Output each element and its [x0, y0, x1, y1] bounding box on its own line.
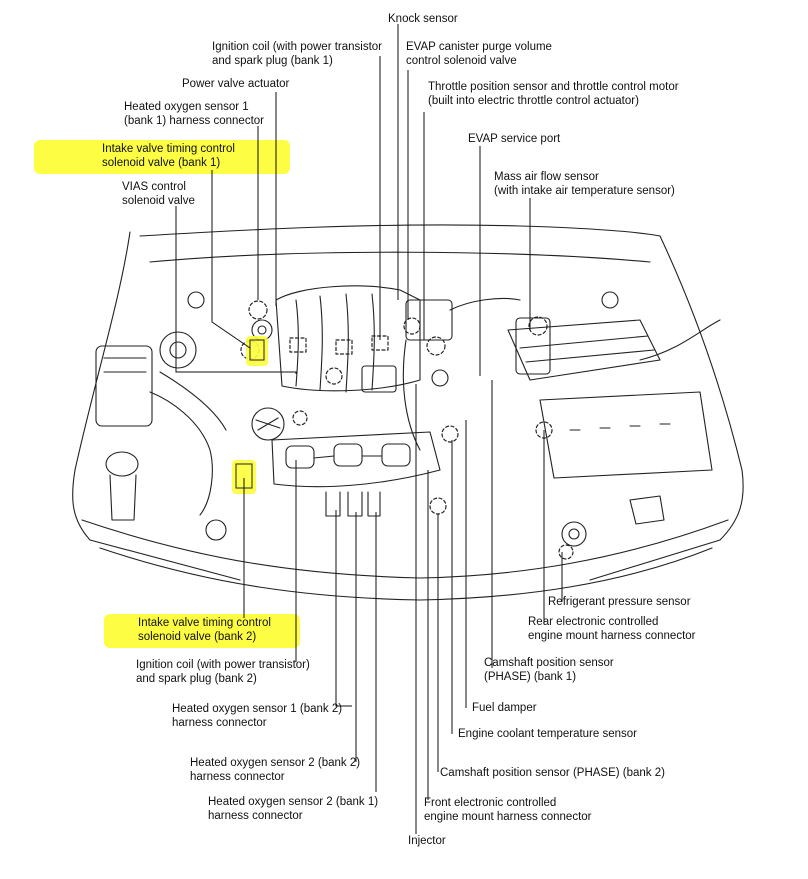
battery-cells	[569, 423, 671, 431]
coil-pack-3	[381, 443, 411, 467]
front-lower-line	[99, 547, 713, 601]
refrigerant-port	[561, 521, 587, 547]
ivtc-bank1-part	[249, 339, 265, 361]
label-fuel-damper: Fuel damper	[472, 702, 537, 714]
intake-runners	[295, 293, 375, 393]
ivtc-bank1-highlight-part	[246, 336, 268, 366]
brake-line-left	[149, 391, 213, 516]
label-knock-sensor: Knock sensor	[388, 13, 458, 25]
marker-throttle	[426, 336, 446, 356]
battery	[539, 391, 713, 479]
label-power-valve-actuator: Power valve actuator	[182, 78, 290, 90]
left-mount-bolt	[205, 519, 227, 541]
rear-mount-block	[629, 495, 665, 525]
oil-cap-grip	[255, 417, 281, 431]
leader-vias	[175, 206, 297, 374]
ivtc-bank2-highlight-part	[232, 460, 256, 494]
air-cleaner-box	[507, 319, 661, 381]
reservoir-cap-inner	[169, 341, 187, 359]
label-ho2s1-bank1: Heated oxygen sensor 1 (bank 1) harness …	[124, 101, 264, 127]
washer-cap	[105, 451, 139, 477]
reservoir-cap	[159, 331, 197, 369]
label-rear-mount: Rear electronic controlled engine mount …	[528, 616, 696, 642]
air-intake-snorkel	[639, 319, 721, 361]
vacuum-hose	[402, 339, 421, 451]
marker-maf	[528, 316, 548, 336]
label-maf: Mass air flow sensor (with intake air te…	[494, 171, 675, 197]
marker-coil-bank1-a	[289, 337, 307, 353]
marker-power-valve	[248, 300, 268, 320]
highlight-ivtc-bank2	[104, 614, 300, 648]
marker-camshaft-bank2	[429, 497, 447, 515]
washer-neck	[109, 474, 137, 521]
marker-coil-bank1-b	[335, 339, 353, 355]
highlight-ivtc-bank1	[34, 140, 290, 174]
evap-service-port-shape	[431, 369, 449, 387]
leader-ho2s1-bank2	[335, 510, 352, 707]
label-ignition-coil-bank2: Ignition coil (with power transistor) an…	[136, 659, 310, 685]
label-coolant-temp: Engine coolant temperature sensor	[458, 728, 637, 740]
label-vias: VIAS control solenoid valve	[122, 181, 195, 207]
right-fender-line	[589, 235, 744, 581]
fuse-box-detail	[103, 357, 147, 373]
label-evap-purge: EVAP canister purge volume control solen…	[406, 41, 552, 67]
left-fender-line	[72, 231, 241, 581]
strut-mount-right	[601, 291, 619, 309]
label-injector: Injector	[408, 835, 446, 847]
marker-knock	[325, 367, 343, 385]
oxygen-sensor-connectors	[325, 491, 381, 517]
strut-mount-left	[187, 291, 205, 309]
intake-duct	[449, 297, 521, 311]
label-evap-service-port: EVAP service port	[468, 133, 561, 145]
left-fuse-box	[95, 345, 153, 427]
mass-air-flow-housing	[515, 317, 551, 375]
refrigerant-port-inner	[568, 528, 580, 540]
marker-refrigerant	[558, 544, 574, 560]
coil-pack-1	[285, 445, 315, 469]
label-front-mount: Front electronic controlled engine mount…	[424, 797, 592, 823]
label-ho2s2-bank1: Heated oxygen sensor 2 (bank 1) harness …	[208, 796, 379, 822]
label-camshaft-bank2: Camshaft position sensor (PHASE) (bank 2…	[440, 767, 665, 779]
label-refrigerant: Refrigerant pressure sensor	[548, 596, 691, 608]
front-valve-cover	[271, 431, 441, 488]
label-camshaft-bank1: Camshaft position sensor (PHASE) (bank 1…	[484, 657, 614, 683]
coil-pack-2	[333, 443, 363, 467]
label-throttle-position: Throttle position sensor and throttle co…	[428, 81, 679, 107]
coil-harness	[313, 455, 383, 459]
label-ignition-coil-bank1: Ignition coil (with power transistor and…	[212, 41, 383, 67]
leader-ivtc-bank1	[211, 170, 251, 349]
cowl-line	[139, 224, 661, 237]
power-valve-actuator-core	[257, 325, 267, 335]
label-ivtc-bank2: Intake valve timing control solenoid val…	[138, 617, 271, 643]
oil-filler-cap	[251, 407, 285, 441]
marker-fuel-damper	[292, 410, 308, 426]
label-ho2s2-bank2: Heated oxygen sensor 2 (bank 2) harness …	[190, 757, 361, 783]
marker-coolant	[441, 425, 459, 443]
label-ho2s1-bank2: Heated oxygen sensor 1 (bank 2) harness …	[172, 703, 343, 729]
air-cleaner-ribs	[519, 335, 655, 363]
marker-evap-purge	[403, 317, 421, 335]
surge-tank-block	[361, 365, 397, 393]
label-ivtc-bank1: Intake valve timing control solenoid val…	[102, 143, 235, 169]
front-bumper-line	[81, 519, 729, 579]
hose-left	[159, 371, 227, 431]
cowl-inner-line	[149, 251, 651, 263]
